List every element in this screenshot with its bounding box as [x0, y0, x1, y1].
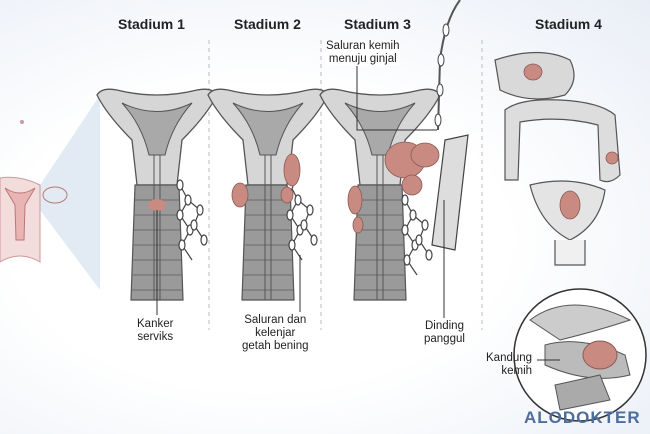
label-line: Kandung: [486, 352, 533, 364]
label-line: Dinding: [424, 320, 464, 332]
pointer-lines: [356, 63, 445, 318]
label-kanker-serviks: Kanker serviks: [137, 318, 173, 344]
stage-4-metastasis: [523, 63, 619, 220]
stage-2-title: Stadium 2: [234, 16, 301, 32]
label-line: Saluran dan: [244, 314, 307, 326]
label-saluran-kemih: Saluran kemih menuju ginjal: [326, 40, 400, 66]
stage-3-uterus: [319, 88, 441, 301]
label-line: Saluran kemih: [326, 40, 400, 52]
label-dinding-panggul: Dinding panggul: [424, 320, 465, 346]
stage-1-title: Stadium 1: [118, 16, 185, 32]
label-line: getah bening: [242, 340, 309, 352]
label-saluran-kelenjar: Saluran dan kelenjar getah bening: [242, 314, 309, 353]
stage-2-uterus: [207, 88, 329, 301]
label-line: kemih: [501, 365, 533, 377]
stage-1-lymph-nodes: [176, 179, 208, 261]
zoom-cone: [40, 95, 100, 290]
stage-1-tumor: [148, 199, 166, 211]
label-line: kelenjar: [255, 327, 296, 339]
bladder-inset: [513, 288, 647, 422]
stage-dividers: [208, 40, 483, 330]
alodokter-logo: ALODOKTER: [524, 408, 641, 427]
stage-2-tumor: [231, 153, 301, 208]
stage-4-title: Stadium 4: [535, 16, 602, 32]
label-line: menuju ginjal: [328, 53, 397, 65]
label-kandung-kemih: Kandung kemih: [486, 352, 532, 378]
ureter-nodes: [434, 23, 450, 127]
stage-3-title: Stadium 3: [344, 16, 411, 32]
pelvic-wall: [431, 134, 469, 251]
stage-4-anatomy: [494, 51, 621, 266]
label-line: Kanker: [137, 318, 174, 330]
stage-3-tumor: [347, 141, 440, 234]
label-line: serviks: [137, 331, 174, 343]
stage-3-lymph-nodes: [401, 194, 433, 276]
small-anatomy-figure: [0, 120, 68, 263]
label-line: panggul: [424, 333, 465, 345]
